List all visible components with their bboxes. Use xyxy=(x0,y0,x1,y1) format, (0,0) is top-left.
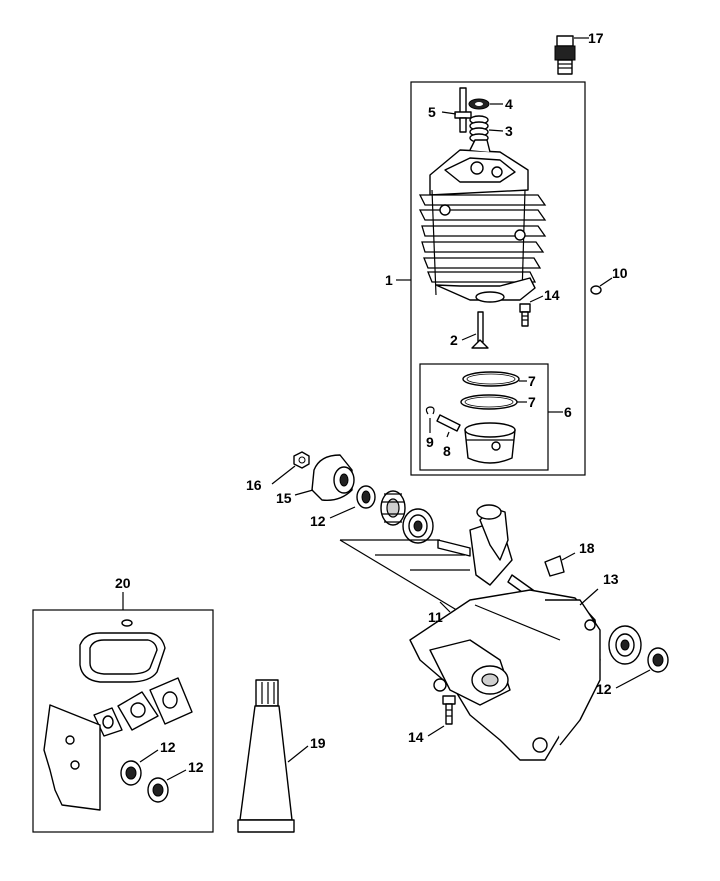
label-10: 10 xyxy=(612,265,628,281)
gasket-ring[interactable] xyxy=(121,619,133,627)
label-14-bottom: 14 xyxy=(408,729,424,745)
label-12-set-upper: 12 xyxy=(160,739,176,755)
piston[interactable] xyxy=(464,422,516,464)
nut[interactable] xyxy=(293,451,310,469)
crankcase[interactable] xyxy=(409,589,601,761)
oil-seal-left-upper[interactable] xyxy=(120,760,142,786)
grease-tube[interactable] xyxy=(237,679,295,833)
seal-right[interactable] xyxy=(647,647,669,673)
label-7-lower: 7 xyxy=(528,394,536,410)
label-4: 4 xyxy=(505,96,513,112)
oil-seal-left-lower[interactable] xyxy=(147,777,169,803)
label-8: 8 xyxy=(443,443,451,459)
circlip[interactable] xyxy=(425,406,435,415)
valve-spring[interactable] xyxy=(469,115,489,143)
intake-gasket-large[interactable] xyxy=(149,677,193,725)
cylinder[interactable] xyxy=(418,139,547,303)
piston-assembly-frame xyxy=(419,363,549,471)
label-18: 18 xyxy=(579,540,595,556)
label-15: 15 xyxy=(276,490,292,506)
valve[interactable] xyxy=(471,311,489,349)
sprocket-gear[interactable] xyxy=(380,490,406,526)
label-2: 2 xyxy=(450,332,458,348)
label-6: 6 xyxy=(564,404,572,420)
intake-gasket-mid[interactable] xyxy=(117,691,159,731)
label-12-crank: 12 xyxy=(310,513,326,529)
cylinder-assembly-frame xyxy=(410,81,586,476)
label-12-set-lower: 12 xyxy=(188,759,204,775)
bearing-right[interactable] xyxy=(608,625,642,665)
clutch-drum[interactable] xyxy=(311,454,355,501)
label-9: 9 xyxy=(426,434,434,450)
label-19: 19 xyxy=(310,735,326,751)
label-13: 13 xyxy=(603,571,619,587)
crankcase-screw[interactable] xyxy=(442,695,456,725)
bearing-flywheel-side[interactable] xyxy=(356,485,376,509)
cylinder-gasket[interactable] xyxy=(79,632,166,683)
piston-ring-upper[interactable] xyxy=(462,371,520,387)
muffler-gasket[interactable] xyxy=(43,704,101,811)
piston-ring-lower[interactable] xyxy=(460,394,518,410)
crankshaft[interactable] xyxy=(437,504,541,603)
cylinder-screw[interactable] xyxy=(519,303,531,327)
spark-plug[interactable] xyxy=(554,35,576,75)
retainer-washer[interactable] xyxy=(468,98,490,110)
label-17: 17 xyxy=(588,30,604,46)
stud-bolt[interactable] xyxy=(454,87,472,133)
washer[interactable] xyxy=(590,285,602,295)
piston-pin[interactable] xyxy=(436,414,461,432)
label-20: 20 xyxy=(115,575,131,591)
label-16: 16 xyxy=(246,477,262,493)
label-3: 3 xyxy=(505,123,513,139)
label-1: 1 xyxy=(385,272,393,288)
label-5: 5 xyxy=(428,104,436,120)
label-11: 11 xyxy=(428,609,443,625)
bearing-crank[interactable] xyxy=(402,508,434,544)
label-12-right: 12 xyxy=(596,681,612,697)
clip[interactable] xyxy=(544,555,565,577)
label-14-top: 14 xyxy=(544,287,560,303)
label-7-upper: 7 xyxy=(528,373,536,389)
